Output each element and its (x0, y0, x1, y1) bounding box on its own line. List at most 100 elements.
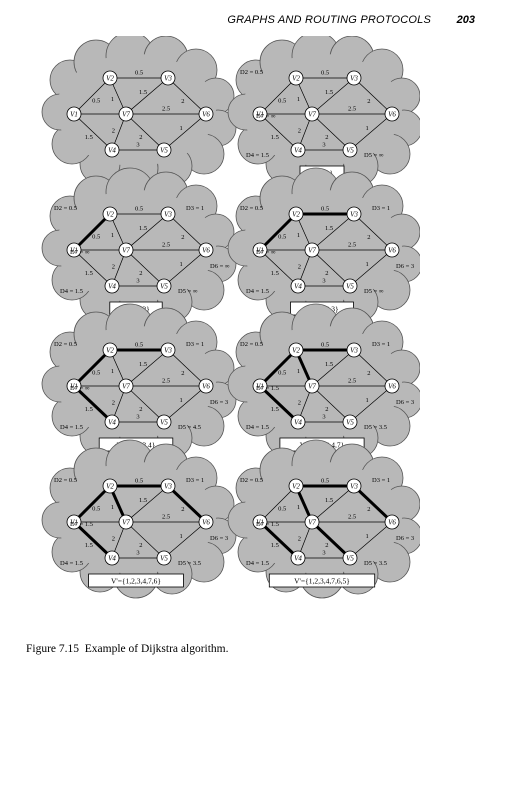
distance-label-v3: D3 = 1 (186, 477, 204, 484)
distance-label-v2: D2 = 0.5 (240, 477, 263, 484)
visited-set-box (88, 573, 184, 588)
node-label: V1 (256, 247, 264, 255)
edge-weight-label: 1.5 (139, 497, 147, 504)
edge-weight-label: 1 (179, 533, 182, 540)
edge-v3-v7 (125, 77, 169, 115)
node-v5: V5 (342, 414, 358, 430)
edge-weight-label: 0.5 (135, 206, 143, 213)
edge-weight-label: 2 (181, 506, 184, 513)
edge-weight-label: 2 (181, 98, 184, 105)
node-label: V6 (202, 383, 210, 391)
visited-set-label: V'={1,2,3,4,7,6} (111, 577, 161, 586)
node-v6: V6 (198, 242, 214, 258)
node-label: V5 (346, 147, 354, 155)
node-v1: V1 (66, 242, 82, 258)
distance-label-v6: D6 = ∞ (210, 263, 230, 270)
distance-label-v7: D7 = ∞ (70, 249, 90, 256)
distance-label-v4: D4 = 1.5 (246, 424, 269, 431)
edge-v6-v5 (349, 113, 393, 151)
distance-label-v5: D5 = 3.5 (178, 560, 201, 567)
distance-label-v2: D2 = 0.5 (54, 341, 77, 348)
edge-v1-v4 (258, 520, 300, 560)
edge-v1-v2 (73, 77, 111, 115)
distance-label-v7: D7 = ∞ (256, 113, 276, 120)
node-v6: V6 (384, 378, 400, 394)
node-v1: V1 (252, 514, 268, 530)
page-number: 203 (456, 14, 475, 26)
edge-v1-v2 (72, 212, 112, 252)
edge-v1-v4 (72, 384, 114, 424)
running-header: GRAPHS AND ROUTING PROTOCOLS 203 (0, 14, 531, 28)
edge-weight-label: 2 (181, 234, 184, 241)
node-label: V3 (350, 483, 358, 491)
node-label: V7 (122, 383, 130, 391)
node-v7: V7 (304, 242, 320, 258)
distance-label-v5: D5 = 3.5 (364, 560, 387, 567)
edge-weight-label: 1.5 (85, 542, 93, 549)
edge-weight-label: 3 (136, 142, 139, 149)
edge-weight-label: 2 (367, 98, 370, 105)
edge-weight-label: 1 (179, 397, 182, 404)
edge-v1-v2 (72, 348, 112, 388)
edge-weight-label: 0.5 (278, 234, 286, 241)
distance-label-v3: D3 = 1 (372, 341, 390, 348)
distance-label-v5: D5 = ∞ (178, 288, 198, 295)
node-label: V6 (388, 383, 396, 391)
distance-label-v4: D4 = 1.5 (246, 560, 269, 567)
edge-weight-label: 3 (136, 414, 139, 421)
node-v5: V5 (156, 278, 172, 294)
edge-weight-label: 0.5 (135, 70, 143, 77)
node-label: V3 (164, 211, 172, 219)
node-v7: V7 (304, 514, 320, 530)
node-v2: V2 (102, 342, 118, 358)
node-label: V6 (388, 519, 396, 527)
edge-v3-v7 (311, 213, 355, 251)
edge-weight-label: 2.5 (348, 514, 356, 521)
edge-v3-v6 (352, 484, 394, 524)
node-v6: V6 (384, 514, 400, 530)
node-label: V1 (256, 519, 264, 527)
node-v7: V7 (304, 378, 320, 394)
edge-weight-label: 2 (367, 234, 370, 241)
edge-weight-label: 2 (181, 370, 184, 377)
edge-weight-label: 0.5 (321, 478, 329, 485)
distance-label-v2: D2 = 0.5 (240, 69, 263, 76)
distance-label-v6: D6 = 3 (396, 263, 414, 270)
edge-v1-v4 (72, 520, 114, 560)
node-v3: V3 (160, 478, 176, 494)
edge-v3-v6 (166, 484, 208, 524)
edge-v3-v6 (167, 77, 207, 115)
edge-weight-label: 1 (111, 504, 114, 511)
edge-weight-label: 3 (322, 142, 325, 149)
edge-weight-label: 3 (322, 414, 325, 421)
node-label: V7 (122, 111, 130, 119)
distance-label-v4: D4 = 1.5 (246, 152, 269, 159)
edge-weight-label: 2 (139, 406, 142, 413)
edge-weight-label: 1.5 (325, 225, 333, 232)
node-v3: V3 (160, 70, 176, 86)
node-v3: V3 (346, 70, 362, 86)
edge-weight-label: 2.5 (162, 378, 170, 385)
node-label: V4 (108, 555, 116, 563)
edge-weight-label: 1 (365, 533, 368, 540)
node-v2: V2 (288, 342, 304, 358)
edge-weight-label: 2.5 (162, 106, 170, 113)
edge-weight-label: 1 (179, 125, 182, 132)
edge-weight-label: 0.5 (135, 342, 143, 349)
distance-label-v2: D2 = 0.5 (240, 205, 263, 212)
edge-weight-label: 1.5 (325, 89, 333, 96)
node-v6: V6 (384, 106, 400, 122)
node-label: V2 (292, 75, 300, 83)
edge-v3-v7 (311, 77, 355, 115)
node-v4: V4 (290, 550, 306, 566)
node-v2: V2 (288, 206, 304, 222)
distance-label-v3: D3 = 1 (186, 341, 204, 348)
edge-v1-v4 (258, 384, 300, 424)
edge-weight-label: 2.5 (162, 514, 170, 521)
edge-weight-label: 2 (298, 127, 301, 134)
node-v5: V5 (342, 142, 358, 158)
edge-v3-v7 (125, 349, 169, 387)
